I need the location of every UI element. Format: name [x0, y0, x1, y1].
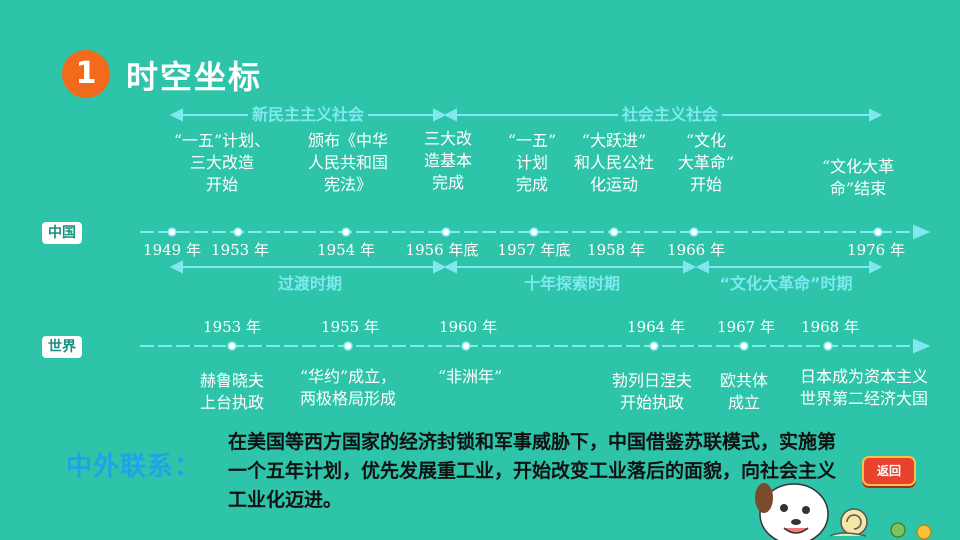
- back-button[interactable]: 返回: [862, 456, 916, 486]
- world-year: 1953 年: [203, 318, 261, 336]
- world-event-1967: 欧共体成立: [719, 371, 769, 412]
- world-year: 1960 年: [439, 318, 497, 336]
- connection-label: 中外联系：: [66, 452, 202, 482]
- cartoon-decoration: [755, 483, 932, 540]
- world-event-1968: 日本成为资本主义世界第二经济大国: [799, 367, 929, 408]
- period-cultural-revolution: “文化大革命”时期: [715, 275, 857, 293]
- world-event-1953: 赫鲁晓夫上台执政: [199, 371, 265, 412]
- mushroom-icon: [890, 522, 932, 540]
- china-event-1957: “一五”计划完成: [507, 131, 557, 194]
- world-year: 1967 年: [717, 318, 775, 336]
- china-event-1966: “文化大革命”开始: [677, 131, 735, 194]
- period-exploration: 十年探索时期: [519, 275, 625, 293]
- cartoon-dog-icon: [755, 483, 829, 540]
- world-year: 1964 年: [627, 318, 685, 336]
- world-event-1960: “非洲年”: [437, 367, 503, 386]
- china-year: 1954 年: [317, 241, 375, 259]
- snail-icon: [829, 508, 868, 537]
- period-new-democracy: 新民主主义社会: [247, 106, 369, 124]
- world-event-1955: “华约”成立，两极格局形成: [299, 367, 397, 408]
- period-transition: 过渡时期: [273, 275, 347, 293]
- china-year: 1976 年: [847, 241, 905, 259]
- china-event-1954: 颁布《中华人民共和国宪法》: [307, 131, 389, 194]
- china-axis-label: 中国: [42, 222, 82, 244]
- china-event-1976: “文化大革命”结束: [821, 157, 895, 198]
- section-title: 时空坐标: [126, 58, 263, 96]
- china-year: 1949 年: [143, 241, 201, 259]
- world-event-1964: 勃列日涅夫开始执政: [611, 371, 693, 412]
- china-year: 1966 年: [667, 241, 725, 259]
- world-axis-label: 世界: [42, 336, 82, 358]
- china-event-1953: “一五”计划、三大改造开始: [173, 131, 271, 194]
- connection-text: 在美国等西方国家的经济封锁和军事威胁下，中国借鉴苏联模式，实施第一个五年计划，优…: [228, 431, 837, 511]
- world-year: 1955 年: [321, 318, 379, 336]
- china-year: 1953 年: [211, 241, 269, 259]
- world-year: 1968 年: [801, 318, 859, 336]
- china-year: 1957 年底: [497, 241, 571, 259]
- china-event-1956: 三大改造基本完成: [423, 129, 473, 192]
- china-year: 1958 年: [587, 241, 645, 259]
- china-event-1958: “大跃进”和人民公社化运动: [573, 131, 655, 194]
- china-year: 1956 年底: [405, 241, 479, 259]
- section-number-badge: 1: [62, 50, 110, 98]
- period-socialism: 社会主义社会: [617, 106, 723, 124]
